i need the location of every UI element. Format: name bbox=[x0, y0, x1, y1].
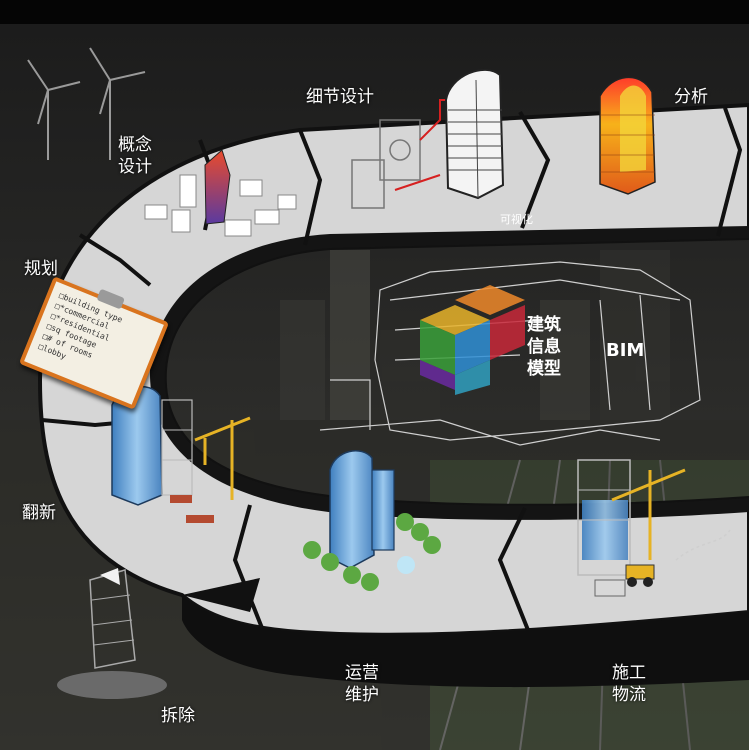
bim-title-line: 信息 bbox=[527, 337, 561, 357]
stage-label-construction: 施工 物流 bbox=[612, 662, 646, 706]
lifecycle-ring bbox=[37, 102, 749, 688]
concept-model bbox=[144, 149, 297, 237]
bim-cube bbox=[420, 285, 525, 395]
operation-building bbox=[303, 450, 441, 591]
analysis-model bbox=[599, 76, 656, 195]
stage-label-line: 细节设计 bbox=[306, 87, 374, 107]
construction-building bbox=[577, 459, 631, 597]
stage-label-line: 施工 bbox=[612, 663, 646, 683]
stage-label-line: 设计 bbox=[118, 157, 152, 177]
stage-label-planning: 规划 bbox=[24, 258, 58, 280]
stage-label-line: 物流 bbox=[612, 685, 646, 705]
visualization-label: 可视化 bbox=[500, 213, 533, 226]
stage-label-line: 规划 bbox=[24, 259, 58, 279]
stage-label-detail-design: 细节设计 bbox=[306, 86, 374, 108]
bim-chinese-title: 建筑 信息 模型 bbox=[527, 314, 561, 380]
wind-turbines bbox=[27, 47, 146, 160]
stage-label-demolition: 拆除 bbox=[161, 705, 195, 727]
bim-label: BIM bbox=[606, 340, 645, 361]
demolition-building bbox=[57, 568, 167, 699]
bim-title-line: 建筑 bbox=[527, 315, 561, 335]
stage-label-concept: 概念 设计 bbox=[118, 134, 152, 178]
stage-label-operation: 运营 维护 bbox=[345, 662, 379, 706]
stage-label-line: 翻新 bbox=[22, 503, 56, 523]
renovation-crane bbox=[194, 416, 251, 500]
stage-label-renovation: 翻新 bbox=[22, 502, 56, 524]
bim-title-line: 模型 bbox=[527, 359, 561, 379]
stage-label-line: 运营 bbox=[345, 663, 379, 683]
construction-crane bbox=[611, 468, 686, 560]
stage-label-line: 维护 bbox=[345, 685, 379, 705]
stage-label-line: 分析 bbox=[674, 87, 708, 107]
construction-vehicle bbox=[625, 529, 731, 587]
detail-design-tower bbox=[444, 68, 505, 200]
top-bar bbox=[0, 0, 749, 24]
stage-label-analysis: 分析 bbox=[674, 86, 708, 108]
stage-label-line: 概念 bbox=[118, 135, 152, 155]
stage-label-line: 拆除 bbox=[161, 706, 195, 726]
bim-wireframe bbox=[319, 261, 701, 446]
